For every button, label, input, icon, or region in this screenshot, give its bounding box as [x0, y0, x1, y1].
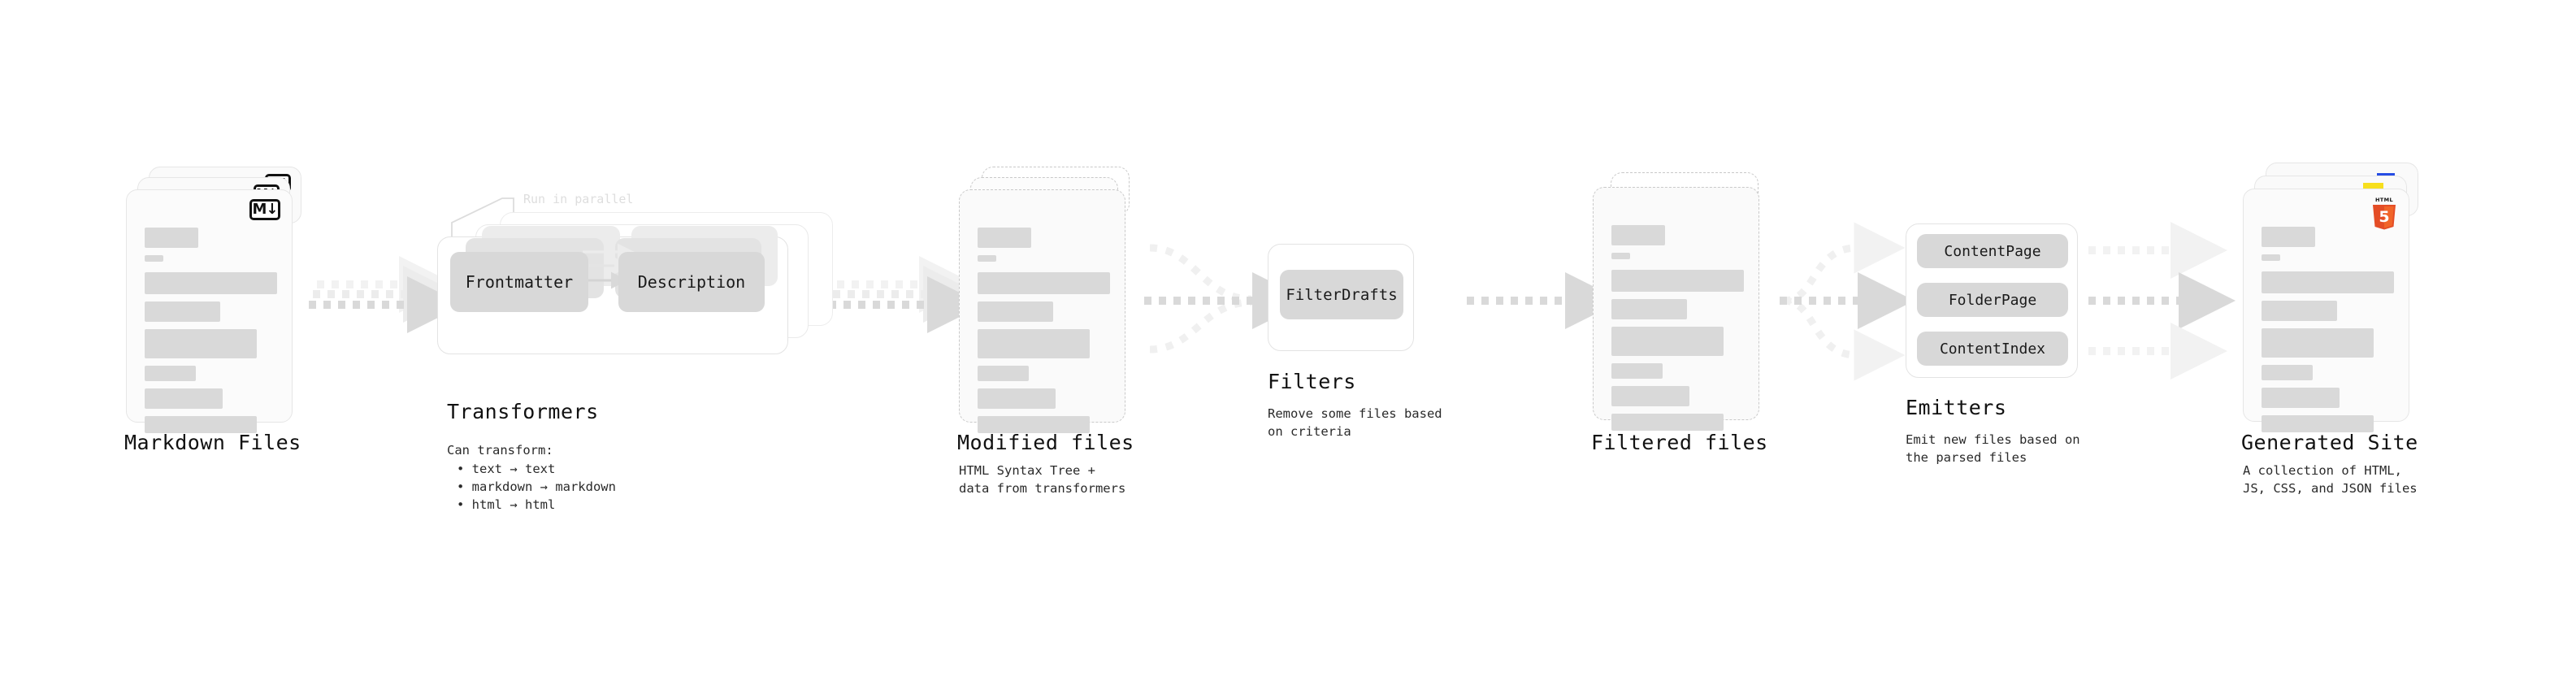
chip-contentpage[interactable]: ContentPage — [1917, 234, 2068, 268]
placeholder-bar — [978, 255, 996, 262]
stage-modified-files: Modified files HTML Syntax Tree + data f… — [957, 167, 1146, 496]
placeholder-bar — [145, 272, 277, 294]
emitters-groupbox: ContentPage FolderPage ContentIndex — [1906, 223, 2078, 378]
placeholder-bar — [978, 272, 1110, 294]
placeholder-bar — [145, 388, 223, 409]
stage-filtered-files: Filtered files — [1591, 172, 1780, 454]
stage-title-filters: Filters — [1268, 370, 1356, 393]
placeholder-bar — [1611, 327, 1724, 356]
placeholder-bar — [978, 388, 1056, 409]
placeholder-bar — [1611, 253, 1630, 259]
placeholder-bar — [1611, 270, 1744, 292]
placeholder-bar — [2262, 301, 2337, 321]
stage-title-emitters: Emitters — [1906, 396, 2007, 419]
placeholder-bar — [978, 416, 1090, 433]
chip-frontmatter[interactable]: Frontmatter — [450, 252, 588, 312]
filters-subtitle: Remove some files based on criteria — [1268, 406, 1442, 439]
bullet-text: • text → text — [457, 462, 556, 476]
placeholder-bar — [2262, 271, 2394, 293]
placeholder-bar — [1611, 363, 1663, 379]
stage-title-modified-files: Modified files — [957, 431, 1134, 454]
placeholder-bars — [1611, 225, 1744, 438]
filtered-card-stack — [1593, 172, 1780, 431]
transformers-subtitle: Can transform: — [447, 443, 553, 458]
placeholder-bar — [145, 255, 163, 262]
placeholder-bar — [2262, 415, 2374, 432]
placeholder-bar — [2262, 328, 2374, 358]
placeholder-bar — [2262, 388, 2340, 408]
chip-description[interactable]: Description — [618, 252, 765, 312]
css-logo-icon — [2377, 173, 2395, 177]
transformers-bullets: • text → text • markdown → markdown • ht… — [457, 460, 616, 514]
chip-contentindex[interactable]: ContentIndex — [1917, 332, 2068, 366]
placeholder-bar — [145, 301, 220, 322]
site-card-stack: HTML 5 — [2243, 163, 2430, 432]
bullet-markdown: • markdown → markdown — [457, 479, 616, 494]
placeholder-bar — [978, 329, 1090, 358]
chip-folderpage[interactable]: FolderPage — [1917, 283, 2068, 317]
stage-title-filtered-files: Filtered files — [1591, 431, 1768, 454]
html5-logo-icon: HTML 5 — [2370, 194, 2399, 230]
placeholder-bars — [2262, 227, 2394, 440]
bullet-html: • html → html — [457, 497, 556, 512]
transformer-group-front: Frontmatter Description — [437, 226, 788, 354]
placeholder-bar — [2262, 254, 2280, 261]
connector-filtered-to-emitters — [1780, 222, 1915, 381]
placeholder-bar — [145, 228, 198, 248]
placeholder-bar — [2262, 365, 2313, 380]
markdown-card-stack: M↓ M↓ M↓ — [126, 167, 313, 433]
modified-card-stack — [959, 167, 1146, 433]
markdown-icon: M↓ — [249, 199, 280, 220]
markdown-card-front: M↓ — [126, 189, 293, 433]
stage-markdown-files: M↓ M↓ M↓ Markdown Files — [124, 167, 313, 454]
placeholder-bar — [1611, 299, 1687, 319]
placeholder-bar — [978, 366, 1029, 381]
run-in-parallel-bracket — [451, 197, 514, 242]
placeholder-bar — [978, 228, 1031, 248]
placeholder-bar — [978, 301, 1053, 322]
run-in-parallel-label: Run in parallel — [523, 192, 634, 206]
site-card-html: HTML 5 — [2243, 189, 2409, 432]
stage-generated-site: HTML 5 Generated Si — [2241, 163, 2430, 496]
svg-text:5: 5 — [2379, 208, 2389, 226]
placeholder-bar — [1611, 414, 1724, 431]
connector-emitters-to-site — [2088, 222, 2236, 380]
placeholder-bars — [978, 228, 1110, 440]
placeholder-bar — [145, 416, 257, 433]
placeholder-bar — [2262, 227, 2315, 247]
modified-card-front — [959, 189, 1125, 433]
connector-md-to-transformers — [309, 256, 464, 333]
placeholder-bars — [145, 228, 277, 440]
modified-files-subtitle: HTML Syntax Tree + data from transformer… — [959, 463, 1126, 496]
chip-filterdrafts[interactable]: FilterDrafts — [1280, 270, 1403, 319]
placeholder-bar — [1611, 386, 1689, 406]
placeholder-bar — [145, 329, 257, 358]
connector-transformers-to-modified — [829, 256, 984, 333]
stage-title-generated-site: Generated Site — [2241, 431, 2418, 454]
svg-text:HTML: HTML — [2375, 197, 2393, 203]
stage-title-markdown-files: Markdown Files — [124, 431, 301, 454]
placeholder-bar — [1611, 225, 1665, 245]
filtered-card-front — [1593, 187, 1759, 431]
stage-title-transformers: Transformers — [447, 400, 599, 423]
emitters-subtitle: Emit new files based on the parsed files — [1906, 432, 2080, 465]
connector-modified-to-filters — [1144, 244, 1309, 354]
filters-groupbox: FilterDrafts — [1268, 244, 1414, 351]
placeholder-bar — [145, 366, 196, 381]
generated-site-subtitle: A collection of HTML, JS, CSS, and JSON … — [2243, 463, 2418, 496]
